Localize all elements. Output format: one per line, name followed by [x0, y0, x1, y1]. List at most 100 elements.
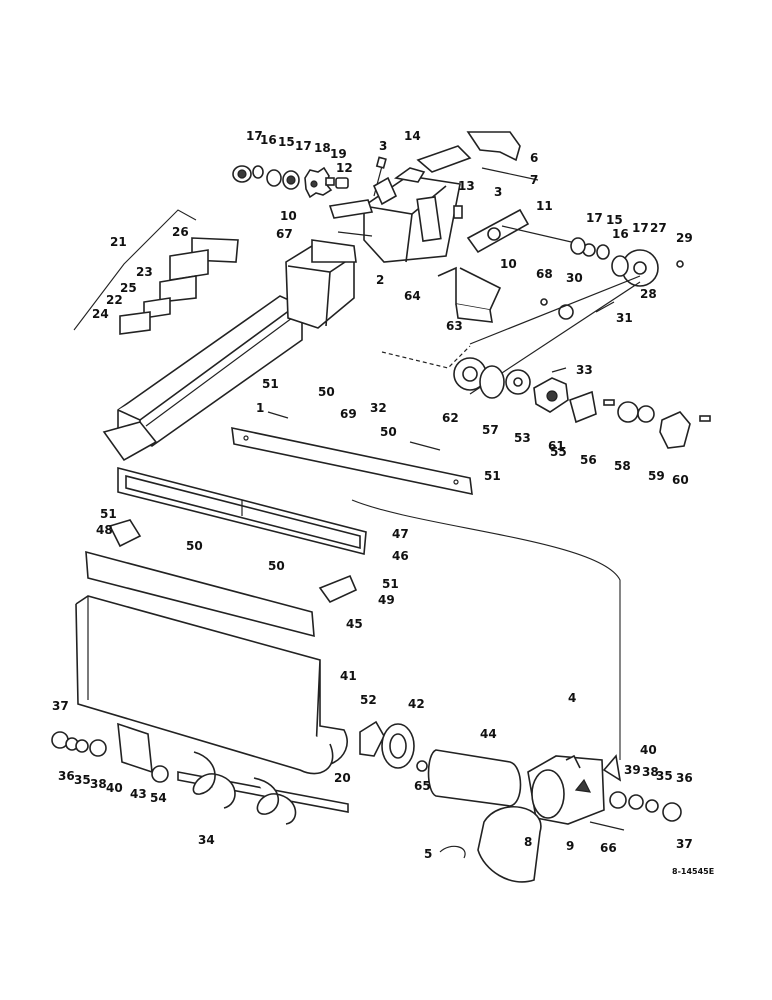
- callout-2: 2: [376, 273, 384, 287]
- callout-11: 11: [536, 199, 553, 213]
- callout-17: 17: [586, 211, 603, 225]
- callout-53: 53: [514, 431, 531, 445]
- main-conveyor-tube: [102, 295, 303, 462]
- callout-56: 56: [580, 453, 597, 467]
- callout-13: 13: [458, 179, 475, 193]
- callout-38: 38: [642, 765, 659, 779]
- callout-55: 55: [550, 445, 567, 459]
- callout-22: 22: [106, 293, 123, 307]
- callout-51: 51: [100, 507, 117, 521]
- callout-51: 51: [262, 377, 279, 391]
- callout-46: 46: [392, 549, 409, 563]
- callout-48: 48: [96, 523, 113, 537]
- callout-52: 52: [360, 693, 377, 707]
- callout-14: 14: [404, 129, 421, 143]
- trough-rail: [231, 426, 473, 496]
- callout-36: 36: [58, 769, 75, 783]
- callout-68: 68: [536, 267, 553, 281]
- callout-50: 50: [186, 539, 203, 553]
- callout-30: 30: [566, 271, 583, 285]
- callout-15: 15: [606, 213, 623, 227]
- callout-32: 32: [370, 401, 387, 415]
- callout-65: 65: [414, 779, 431, 793]
- callout-39: 39: [624, 763, 641, 777]
- callout-19: 19: [330, 147, 347, 161]
- callout-40: 40: [106, 781, 123, 795]
- callout-18: 18: [314, 141, 331, 155]
- callout-69: 69: [340, 407, 357, 421]
- callout-59: 59: [648, 469, 665, 483]
- callout-45: 45: [346, 617, 363, 631]
- part-graphics: [51, 131, 711, 883]
- callout-62: 62: [442, 411, 459, 425]
- callout-51: 51: [484, 469, 501, 483]
- callout-47: 47: [392, 527, 409, 541]
- callout-54: 54: [150, 791, 167, 805]
- callout-4: 4: [568, 691, 576, 705]
- callout-29: 29: [676, 231, 693, 245]
- callout-40: 40: [640, 743, 657, 757]
- callout-20: 20: [334, 771, 351, 785]
- callout-10: 10: [280, 209, 297, 223]
- callout-24: 24: [92, 307, 109, 321]
- callout-50: 50: [380, 425, 397, 439]
- callout-12: 12: [336, 161, 353, 175]
- callout-51: 51: [382, 577, 399, 591]
- callout-31: 31: [616, 311, 633, 325]
- callout-5: 5: [424, 847, 432, 861]
- callout-3: 3: [379, 139, 387, 153]
- callout-16: 16: [612, 227, 629, 241]
- callout-50: 50: [318, 385, 335, 399]
- callout-1: 1: [256, 401, 264, 415]
- callout-17: 17: [246, 129, 263, 143]
- callout-43: 43: [130, 787, 147, 801]
- auger-flighting: [177, 751, 349, 825]
- callout-8: 8: [524, 835, 532, 849]
- callout-3: 3: [494, 185, 502, 199]
- callout-16: 16: [260, 133, 277, 147]
- callout-15: 15: [278, 135, 295, 149]
- callout-23: 23: [136, 265, 153, 279]
- callout-33: 33: [576, 363, 593, 377]
- upper-housing: [363, 167, 461, 263]
- callout-64: 64: [404, 289, 421, 303]
- top-left-bearing-group: [232, 165, 349, 199]
- callout-10: 10: [500, 257, 517, 271]
- callout-26: 26: [172, 225, 189, 239]
- callout-34: 34: [198, 833, 215, 847]
- callout-9: 9: [566, 839, 574, 853]
- callout-35: 35: [656, 769, 673, 783]
- chain-assembly: [73, 209, 239, 335]
- callout-67: 67: [276, 227, 293, 241]
- callout-6: 6: [530, 151, 538, 165]
- callout-66: 66: [600, 841, 617, 855]
- callout-57: 57: [482, 423, 499, 437]
- callout-7: 7: [530, 173, 538, 187]
- callout-labels: 17 16 15 17 18 19 12 3 14 6 13 7 3 11 10…: [52, 129, 714, 876]
- upper-drive-sprocket: [540, 237, 684, 320]
- callout-17: 17: [632, 221, 649, 235]
- callout-58: 58: [614, 459, 631, 473]
- callout-21: 21: [110, 235, 127, 249]
- callout-61: 61: [548, 439, 565, 453]
- callout-60: 60: [672, 473, 689, 487]
- reference-code: 8-14545E: [672, 867, 714, 876]
- callout-35: 35: [74, 773, 91, 787]
- callout-37: 37: [52, 699, 69, 713]
- callout-49: 49: [378, 593, 395, 607]
- callout-17: 17: [295, 139, 312, 153]
- callout-41: 41: [340, 669, 357, 683]
- lower-channel: [117, 466, 367, 556]
- callout-63: 63: [446, 319, 463, 333]
- callout-27: 27: [650, 221, 667, 235]
- auger-trough: [75, 595, 348, 775]
- callout-28: 28: [640, 287, 657, 301]
- callout-38: 38: [90, 777, 107, 791]
- callout-25: 25: [120, 281, 137, 295]
- callout-37: 37: [676, 837, 693, 851]
- callout-50: 50: [268, 559, 285, 573]
- callout-44: 44: [480, 727, 497, 741]
- callout-42: 42: [408, 697, 425, 711]
- callout-36: 36: [676, 771, 693, 785]
